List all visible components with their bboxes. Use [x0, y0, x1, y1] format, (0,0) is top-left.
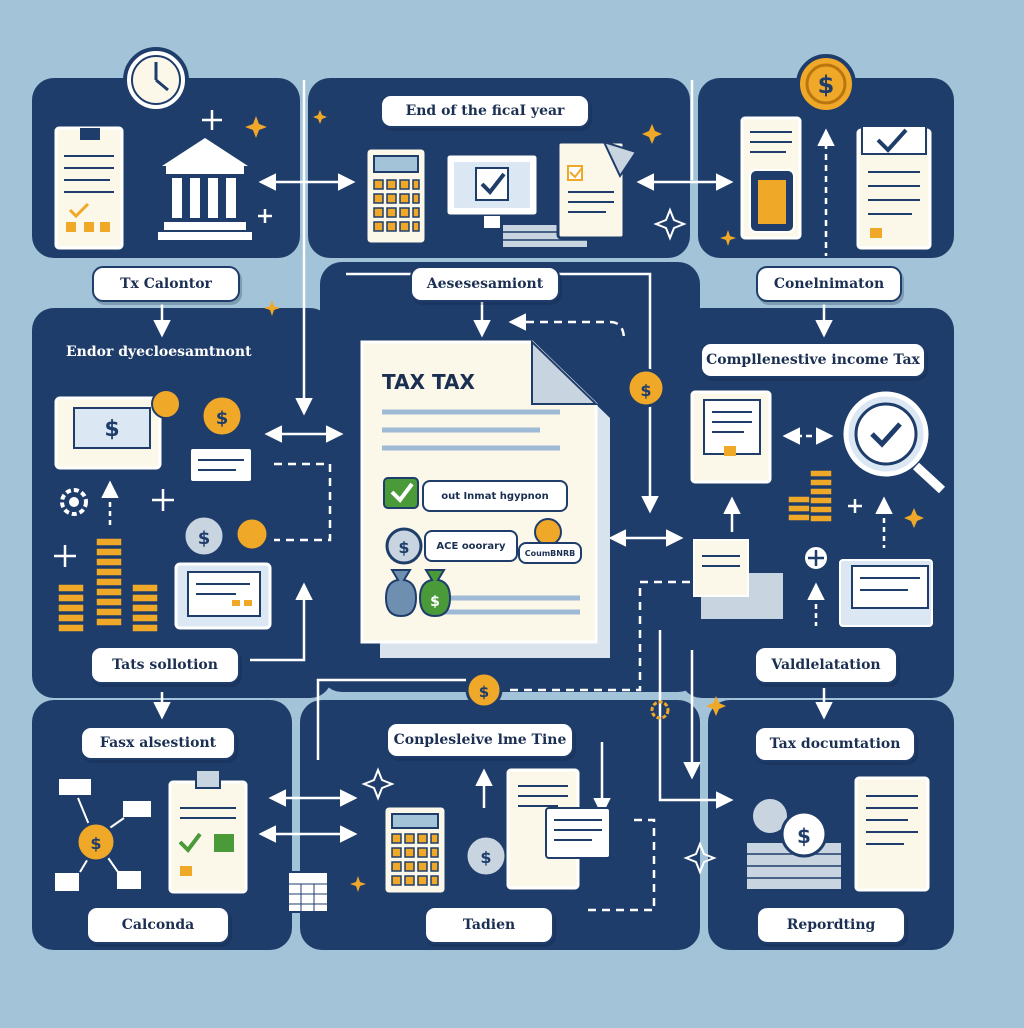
coin-icon-2: $ — [189, 394, 253, 483]
connector-dashed-left — [274, 462, 332, 542]
documents-icon — [690, 390, 772, 484]
label-complesive-line-time: Conplesleive lme Tine — [386, 722, 574, 758]
label-calendar: Calconda — [86, 906, 230, 944]
calculator-icon — [364, 146, 428, 246]
label-tax-collection: Tats sollotion — [90, 646, 240, 684]
label-consultation: Conelnimaton — [756, 266, 902, 302]
coin-pair-icon: $ — [182, 514, 270, 558]
label-validation: Valdlelatation — [754, 646, 898, 684]
connector-reporting — [658, 630, 734, 809]
document-pill-note: ACE ooorary — [424, 530, 518, 562]
connector-dashed-bottom — [584, 818, 656, 912]
clipboard-icon — [168, 769, 248, 894]
svg-text:$: $ — [797, 824, 811, 848]
label-reporting: Repordting — [756, 906, 906, 944]
envelope-icon: $ — [53, 777, 153, 893]
calculator-icon-2 — [382, 804, 448, 896]
connectors — [101, 80, 893, 912]
svg-text:$: $ — [90, 834, 101, 853]
label-tax-calendar: Tx Calontor — [92, 266, 240, 302]
money-bag-icon: $ — [384, 569, 452, 618]
paper-stack-icon — [693, 539, 933, 627]
connector-bottom-up — [316, 678, 466, 760]
report-doc-icon — [556, 140, 638, 240]
svg-text:$: $ — [398, 538, 409, 557]
label-tadien: Tadien — [424, 906, 554, 944]
document-title: TAX TAX — [382, 370, 475, 394]
report-doc-icon-2 — [506, 768, 611, 890]
monitor-check-icon — [444, 152, 589, 249]
bank-icon — [158, 138, 252, 240]
svg-text:$: $ — [104, 417, 119, 442]
svg-text:$: $ — [430, 594, 440, 610]
coin-icon-3: $ $ — [465, 368, 666, 709]
label-endor-development: Endor dyecloesamtnont — [66, 344, 252, 360]
label-complementive-income-tax: Compllenestive income Tax — [700, 342, 926, 378]
svg-text:$: $ — [198, 528, 211, 549]
clipboard-check-icon — [856, 125, 932, 250]
gear-icon — [60, 488, 88, 516]
connector-collection-up — [250, 582, 313, 662]
document-pill-right: CoumBNRB — [518, 542, 582, 564]
magnifier-check-icon — [843, 391, 946, 494]
coin-icon: $ — [796, 54, 856, 114]
sparkle-icons — [245, 110, 924, 892]
label-assessment: Aesesesamiont — [410, 266, 560, 302]
report-doc-icon-3 — [854, 776, 930, 892]
checklist-doc-icon — [54, 126, 124, 250]
coin-icon-4: $ — [464, 834, 508, 878]
connector-dashed-center — [510, 580, 704, 692]
calendar-grid-icon — [287, 871, 329, 913]
clock-icon — [123, 47, 189, 113]
coin-stack-icon-3: $ — [745, 797, 843, 891]
coin-stack-icon-2 — [787, 469, 833, 523]
document-stack-icon — [740, 116, 802, 240]
svg-text:$: $ — [640, 381, 651, 400]
document-pill-checked: out Inmat hgypnon — [422, 480, 568, 512]
label-fiscal-year: End of the ficaI year — [380, 94, 590, 128]
plus-icons — [54, 110, 862, 567]
svg-text:$: $ — [216, 408, 229, 429]
label-fax-assessment: Fasx alsestiont — [80, 726, 236, 760]
dollar-note-icon: $ — [54, 389, 181, 470]
coin-stack-icon — [57, 537, 159, 633]
folder-icon — [174, 562, 272, 630]
connector-dashed-top — [508, 313, 626, 341]
svg-text:$: $ — [480, 848, 491, 867]
label-tax-documentation: Tax documtation — [754, 726, 916, 762]
svg-text:$: $ — [479, 683, 489, 701]
svg-text:$: $ — [818, 71, 835, 99]
